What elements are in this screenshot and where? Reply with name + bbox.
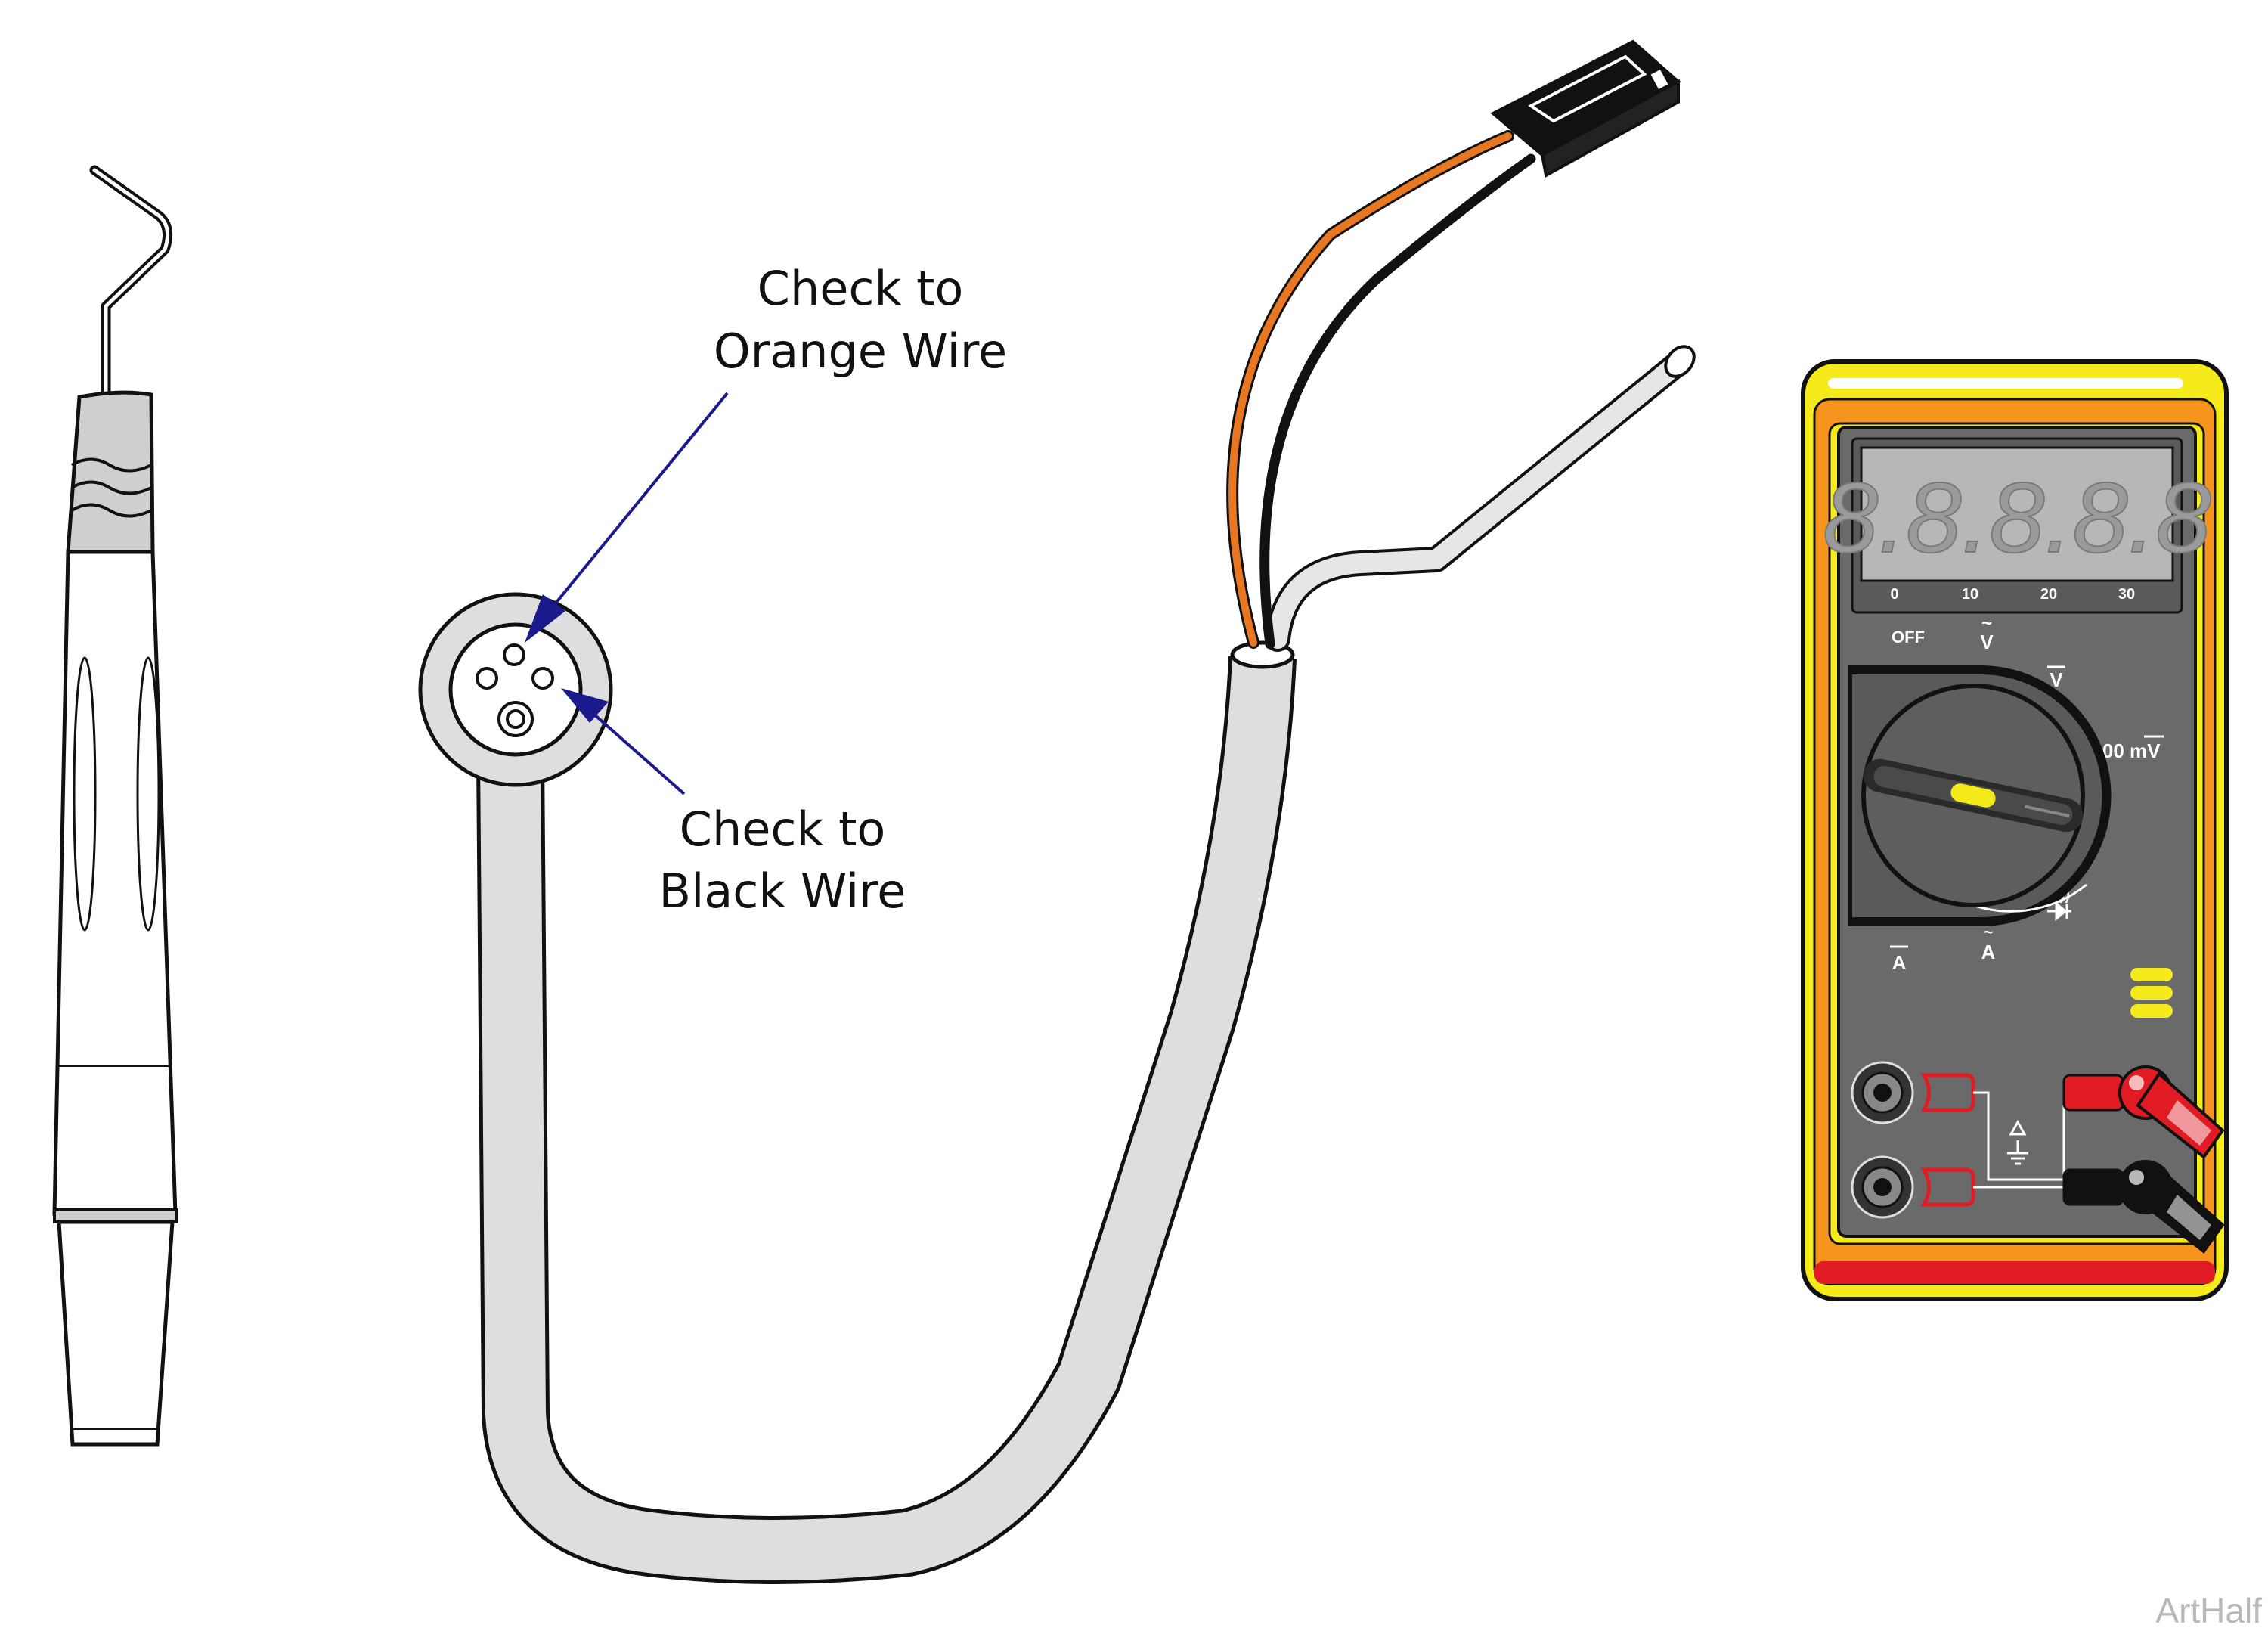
watermark: ArtHalf xyxy=(2155,1591,2262,1630)
handpiece-illustration xyxy=(52,165,178,1447)
orange-wire-pin xyxy=(503,643,525,666)
dial-adc-label: A xyxy=(1892,951,1907,974)
lcd-digits: 8.8.8.8.8 xyxy=(1823,462,2211,573)
scale-tick-10: 10 xyxy=(1962,586,1978,603)
ground-symbol-icon xyxy=(2007,1119,2028,1165)
callout-black: Check to Black Wire xyxy=(561,688,906,919)
unused-pin xyxy=(476,667,498,690)
lcd-display xyxy=(1860,446,2174,582)
input-jack-a[interactable] xyxy=(1851,1061,1914,1124)
scale-tick-30: 30 xyxy=(2118,586,2135,603)
red-test-lead[interactable] xyxy=(2062,1065,2225,1159)
cable-assembly xyxy=(476,39,1696,1584)
rotary-selector-knob[interactable] xyxy=(1861,756,2087,836)
black-wire-pin xyxy=(531,667,554,690)
scale-tick-20: 20 xyxy=(2040,586,2057,603)
scale-tick-0: 0 xyxy=(1890,586,1898,603)
dial-vdc-label: V xyxy=(2050,668,2063,691)
connector-plug-icon xyxy=(1490,39,1681,178)
callout-black-line2: Black Wire xyxy=(659,864,906,919)
multimeter-icon: 8.8.8.8.8 0 10 20 30 OFF V ~ V 300 mV Ω … xyxy=(1801,359,2229,1301)
callout-orange-line2: Orange Wire xyxy=(714,324,1007,379)
dial-vac-label: V xyxy=(1980,631,1994,653)
arrow-head-icon xyxy=(525,594,565,643)
arrow-head-icon xyxy=(561,688,609,723)
black-test-lead[interactable] xyxy=(2062,1160,2225,1254)
callout-orange-line1: Check to xyxy=(758,261,964,316)
dial-aac-label: A xyxy=(1981,941,1996,963)
connector-face-icon xyxy=(418,592,613,787)
svg-text:~: ~ xyxy=(1984,922,1994,941)
dial-off-label: OFF xyxy=(1892,628,1925,647)
svg-text:~: ~ xyxy=(1981,613,1992,634)
diode-symbol-icon xyxy=(2047,901,2071,922)
input-jack-com[interactable] xyxy=(1851,1155,1914,1219)
callout-black-line1: Check to xyxy=(680,802,886,857)
callout-orange: Check to Orange Wire xyxy=(525,261,1007,643)
